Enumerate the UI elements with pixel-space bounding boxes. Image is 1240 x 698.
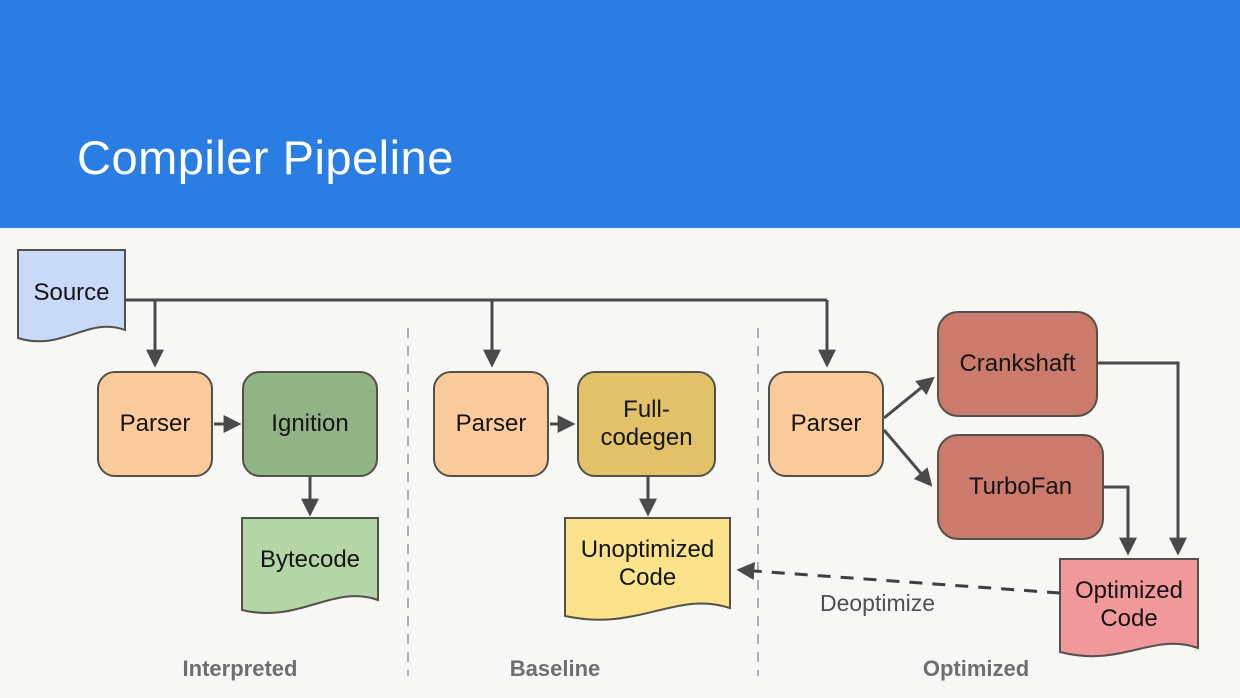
parser1-node-shape	[97, 371, 213, 477]
source-node-label: Source	[33, 279, 110, 307]
section-label-optimized: Optimized	[922, 656, 1030, 681]
parser3-node-label: Parser	[790, 410, 862, 438]
parser2-node-label: Parser	[455, 410, 527, 438]
edge-parser3-to-turbofan	[882, 429, 933, 487]
parser2-node-shape	[433, 371, 549, 477]
full-codegen-node-label: Full-codegen	[600, 396, 693, 451]
parser1-node-label: Parser	[119, 410, 191, 438]
slide-title: Compiler Pipeline	[77, 131, 454, 184]
edge-turbofan-to-optimized	[1103, 485, 1137, 556]
deoptimize-edge-label: Deoptimize	[819, 589, 936, 616]
ignition-node-shape	[242, 371, 378, 477]
ignition-node-label: Ignition	[271, 410, 349, 438]
unoptimized-code-node-shape	[564, 517, 731, 621]
parser3-node-shape	[768, 371, 884, 477]
edge-parser3-to-crankshaft	[883, 376, 935, 420]
edge-deoptimize	[736, 562, 1061, 595]
source-node-shape	[17, 249, 126, 343]
full-codegen-node-shape	[577, 371, 716, 477]
section-label-interpreted: Interpreted	[182, 656, 298, 681]
optimized-code-node-label: Optimized Code	[1074, 577, 1184, 632]
crankshaft-node-shape	[937, 311, 1098, 417]
bytecode-node-shape	[241, 517, 379, 615]
crankshaft-node-label: Crankshaft	[959, 350, 1076, 378]
unoptimized-code-node-label: Unoptimized Code	[580, 536, 715, 591]
turbofan-node-shape	[937, 434, 1104, 540]
optimized-code-node-shape	[1059, 558, 1199, 658]
edge-crankshaft-to-optimized	[1097, 361, 1187, 556]
turbofan-node-label: TurboFan	[968, 473, 1073, 501]
section-label-baseline: Baseline	[509, 656, 601, 681]
slide-header-band: Compiler Pipeline	[0, 0, 1240, 228]
bytecode-node-label: Bytecode	[259, 546, 361, 574]
